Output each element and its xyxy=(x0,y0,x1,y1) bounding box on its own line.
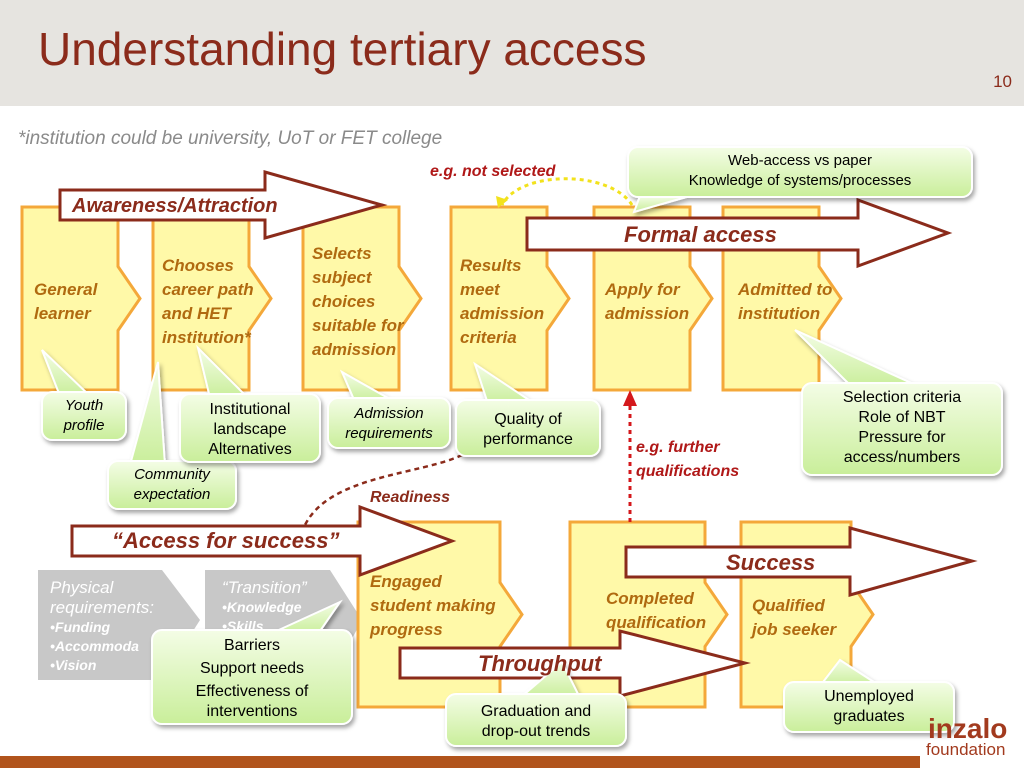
slide-number: 10 xyxy=(993,72,1012,91)
readiness-note: Readiness xyxy=(370,489,451,506)
footer-bar xyxy=(0,756,920,768)
transition-box: “Transition” •Knowledge •Skills xyxy=(222,578,307,634)
not-selected-curve xyxy=(500,177,634,206)
graduation-bubble xyxy=(445,660,627,747)
community-bubble xyxy=(107,361,237,510)
institutional-bubble xyxy=(179,344,321,463)
formal-access-label: Formal access xyxy=(624,222,777,247)
quality-bubble xyxy=(455,361,601,457)
readiness-curve xyxy=(303,453,463,526)
further-qual-arrowhead xyxy=(623,390,637,406)
barriers-bubble xyxy=(151,599,353,725)
awareness-label: Awareness/Attraction xyxy=(72,195,278,217)
slide-subtitle: *institution could be university, UoT or… xyxy=(18,128,443,149)
header-bar xyxy=(0,0,1024,106)
awareness-arrow xyxy=(58,170,388,240)
success-label: Success xyxy=(726,550,816,575)
unemployed-bubble xyxy=(783,658,955,733)
throughput-arrow xyxy=(398,629,751,698)
youth-bubble xyxy=(41,349,127,441)
selection-bubble xyxy=(794,329,1003,476)
not-selected-note: e.g. not selected xyxy=(430,163,556,180)
web-access-bubble xyxy=(627,146,973,214)
admission-bubble xyxy=(327,369,451,449)
logo-foundation: foundation xyxy=(926,740,1006,759)
access-success-label: “Access for success” xyxy=(112,528,340,553)
logo-inzalo: inzalo xyxy=(928,713,1008,744)
physical-requirements: Physical requirements: •Funding •Accommo… xyxy=(50,578,154,673)
formal-access-arrow xyxy=(525,197,953,269)
throughput-label: Throughput xyxy=(478,651,602,676)
stage-selects-subjects-box xyxy=(301,205,423,392)
slide-title: Understanding tertiary access xyxy=(38,23,647,75)
callout-shapes xyxy=(41,146,1003,747)
not-selected-arrowhead xyxy=(496,196,508,208)
access-success-arrow xyxy=(70,504,457,578)
top-stage-chevrons xyxy=(20,205,843,392)
success-arrow xyxy=(624,526,978,597)
